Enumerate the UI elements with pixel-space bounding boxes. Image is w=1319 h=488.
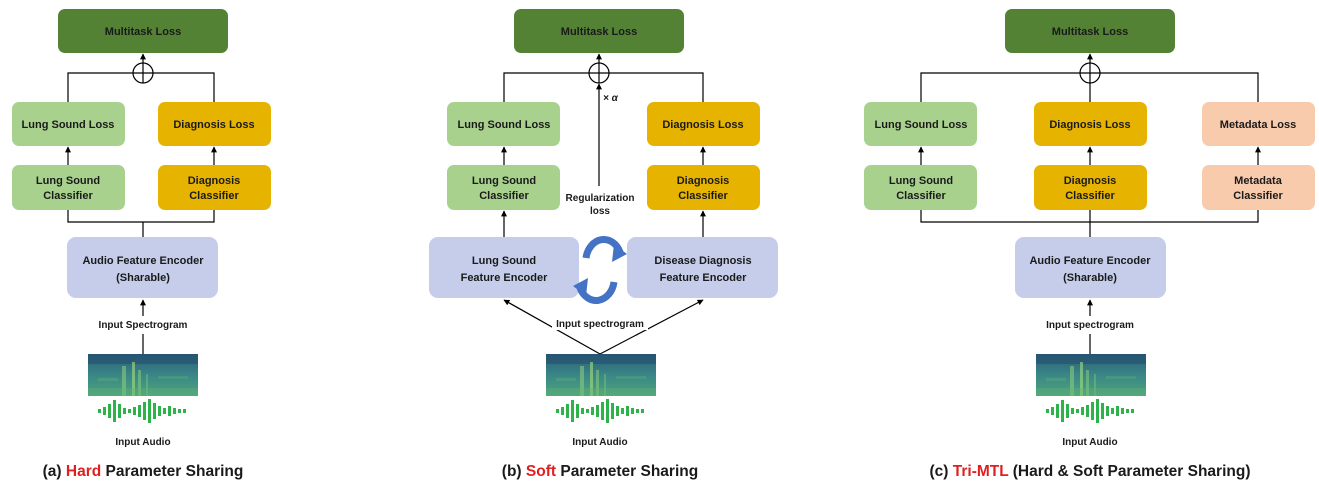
metadata-classifier-box [1202,165,1315,210]
lung-sound-loss-box [864,102,977,146]
spectrogram-image [1036,354,1146,396]
lung-sound-classifier-label: Lung Sound [472,175,536,187]
audio-feature-encoder-box [67,237,218,298]
panel-b: Multitask Loss × α Lung Sound Loss Diagn… [429,9,778,480]
multitask-loss-box [1005,9,1175,53]
lung-sound-loss-label: Lung Sound Loss [458,119,551,131]
metadata-classifier-label-2: Classifier [1233,190,1283,202]
multitask-loss-box [58,9,228,53]
lung-sound-feature-encoder-label-2: Feature Encoder [461,272,549,284]
lung-sound-classifier-label: Lung Sound [36,175,100,187]
diagnosis-classifier-box [1034,165,1147,210]
audio-feature-encoder-label: Audio Feature Encoder [82,255,204,267]
lung-sound-classifier-label-2: Classifier [479,190,529,202]
lung-sound-loss-label: Lung Sound Loss [22,119,115,131]
input-audio-label: Input Audio [115,437,170,448]
lung-sound-loss-label: Lung Sound Loss [875,119,968,131]
diagnosis-classifier-label-2: Classifier [189,190,239,202]
metadata-loss-label: Metadata Loss [1220,119,1296,131]
input-spectrogram-label: Input Spectrogram [99,320,188,331]
multitask-loss-box [514,9,684,53]
metadata-classifier-label: Metadata [1234,175,1283,187]
disease-diagnosis-feature-encoder-box [627,237,778,298]
lung-sound-feature-encoder-box [429,237,579,298]
alpha-weight-label: × α [603,93,619,104]
diagnosis-classifier-label: Diagnosis [188,175,241,187]
lung-sound-classifier-box [12,165,125,210]
multitask-loss-label: Multitask Loss [105,26,181,38]
multitask-loss-label: Multitask Loss [561,26,637,38]
regularization-loss-label: Regularization [566,193,635,204]
audio-feature-encoder-label-2: (Sharable) [116,272,170,284]
caption-b: (b) Soft Parameter Sharing [502,463,698,480]
caption-a: (a) Hard Parameter Sharing [43,463,244,480]
waveform-icon [1046,399,1134,423]
disease-diagnosis-feature-encoder-label: Disease Diagnosis [654,255,751,267]
disease-diagnosis-feature-encoder-label-2: Feature Encoder [660,272,748,284]
audio-feature-encoder-label-2: (Sharable) [1063,272,1117,284]
diagnosis-loss-box [647,102,760,146]
input-spectrogram-label: Input spectrogram [556,319,644,330]
metadata-loss-box [1202,102,1315,146]
diagnosis-loss-label: Diagnosis Loss [662,119,743,131]
lung-sound-loss-box [12,102,125,146]
diagnosis-classifier-label: Diagnosis [1064,175,1117,187]
input-audio-label: Input Audio [572,437,627,448]
spectrogram-image [546,354,656,396]
diagnosis-classifier-box [647,165,760,210]
lung-sound-classifier-label: Lung Sound [889,175,953,187]
diagnosis-loss-box [1034,102,1147,146]
diagnosis-loss-label: Diagnosis Loss [1049,119,1130,131]
lung-sound-classifier-box [864,165,977,210]
lung-sound-classifier-label-2: Classifier [896,190,946,202]
caption-c: (c) Tri-MTL (Hard & Soft Parameter Shari… [930,463,1251,480]
regularization-loss-label-2: loss [590,206,610,217]
lung-sound-feature-encoder-label: Lung Sound [472,255,536,267]
multitask-loss-label: Multitask Loss [1052,26,1128,38]
diagnosis-classifier-label: Diagnosis [677,175,730,187]
input-audio-label: Input Audio [1062,437,1117,448]
diagnosis-loss-label: Diagnosis Loss [173,119,254,131]
diagnosis-loss-box [158,102,271,146]
lung-sound-loss-box [447,102,560,146]
diagnosis-classifier-label-2: Classifier [1065,190,1115,202]
spectrogram-image [88,354,198,396]
waveform-icon [98,399,186,423]
lung-sound-classifier-box [447,165,560,210]
panel-c: Multitask Loss Lung Sound Loss Diagnosis… [864,9,1315,480]
diagnosis-classifier-box [158,165,271,210]
audio-feature-encoder-box [1015,237,1166,298]
panel-a: Multitask Loss Lung Sound Loss Diagnosis… [12,9,271,480]
input-spectrogram-label: Input spectrogram [1046,320,1134,331]
lung-sound-classifier-label-2: Classifier [43,190,93,202]
diagnosis-classifier-label-2: Classifier [678,190,728,202]
waveform-icon [556,399,644,423]
cycle-arrows-icon [573,236,627,304]
audio-feature-encoder-label: Audio Feature Encoder [1029,255,1151,267]
